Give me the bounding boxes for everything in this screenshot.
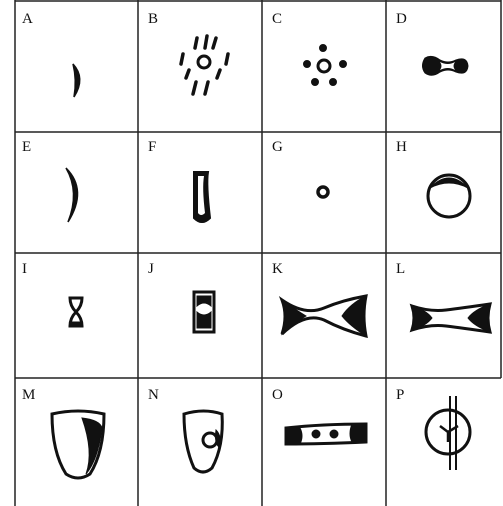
bar-with-dots-icon: [286, 424, 366, 444]
radiating-dashes-icon: [181, 36, 228, 94]
bone-bar-icon: [412, 304, 490, 332]
cup-shield-icon: [52, 411, 104, 478]
bowtie-blob-icon: [423, 56, 469, 75]
small-ring-icon: [318, 187, 328, 197]
capsule-icon: [194, 172, 210, 222]
ring-of-dots-icon: [304, 45, 347, 86]
bowtie-icon: [282, 296, 366, 336]
shield-eye-icon: [184, 411, 222, 472]
thin-crescent-icon: [66, 168, 78, 222]
rectangle-mask-icon: [194, 292, 214, 332]
hourglass-icon: [70, 298, 82, 326]
crescent-half-icon: [73, 64, 80, 97]
large-ring-icon: [428, 175, 470, 217]
circle-with-stem-icon: [426, 396, 470, 470]
